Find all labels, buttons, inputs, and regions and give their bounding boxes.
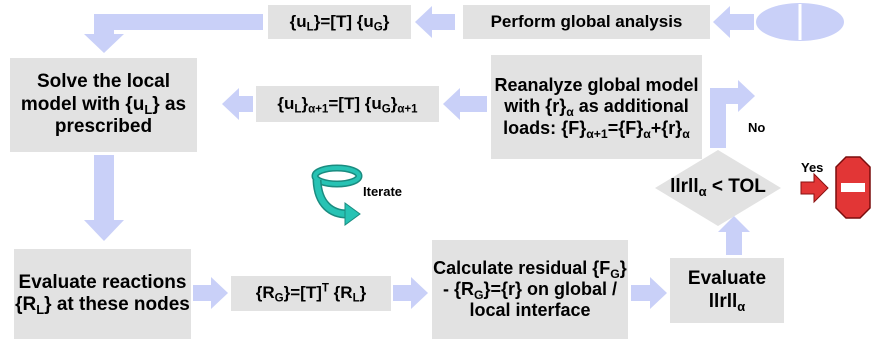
arrow-reactions-to-rg-equation [193, 277, 228, 309]
no-label: No [748, 120, 766, 135]
arrow-reanalyze-to-ul-next [443, 88, 487, 120]
convergence-check-text: llrllα < TOL [670, 176, 766, 200]
evaluate-reactions-box: Evaluate reactions {RL} at these nodes [14, 249, 191, 339]
yes-label: Yes [801, 160, 824, 175]
evaluate-norm-box: Evaluate llrllα [670, 258, 784, 323]
ul-next-equation-text: {uL}α+1=[T] {uG}α+1 [277, 93, 418, 116]
arrow-ul-equation-to-solve-local [84, 14, 263, 53]
convergence-check-diamond [655, 150, 781, 226]
solve-local-model-box: Solve the local model with {uL} as presc… [10, 58, 197, 152]
arrow-global-analysis-to-ul-equation [415, 6, 455, 38]
evaluate-reactions-text: Evaluate reactions {RL} at these nodes [15, 271, 190, 318]
calculate-residual-box: Calculate residual {FG} - {RG}={r} on gl… [432, 240, 628, 339]
arrow-ul-next-to-solve-local [222, 88, 253, 120]
ul-equation-text: {uL}=[T] {uG} [289, 11, 390, 34]
ul-next-equation-box: {uL}α+1=[T] {uG}α+1 [256, 86, 439, 122]
arrow-rg-equation-to-residual [393, 277, 428, 309]
rg-equation-text: {RG}=[T]T {RL} [255, 283, 367, 306]
reanalyze-global-box: Reanalyze global model with {r}α as addi… [491, 55, 702, 159]
evaluate-norm-text: Evaluate llrllα [687, 268, 767, 314]
yes-arrow [800, 172, 829, 204]
iterate-label: Iterate [363, 184, 403, 199]
solve-local-model-text: Solve the local model with {uL} as presc… [20, 71, 187, 138]
perform-global-analysis-box: Perform global analysis [463, 5, 710, 39]
perform-global-analysis-text: Perform global analysis [490, 11, 683, 31]
arrow-no-to-reanalyze [710, 80, 755, 148]
arrow-solve-local-to-reactions [84, 155, 124, 241]
arrow-residual-to-evaluate-norm [631, 277, 667, 309]
iterate-cycle-icon [311, 164, 363, 226]
calculate-residual-text: Calculate residual {FG} - {RG}={r} on gl… [433, 257, 627, 321]
stop-sign-bar [841, 183, 865, 192]
arrow-evaluate-norm-to-check [718, 216, 750, 255]
reanalyze-global-text: Reanalyze global model with {r}α as addi… [494, 75, 699, 141]
arrow-start-to-global-analysis [713, 6, 754, 38]
ul-equation-box: {uL}=[T] {uG} [268, 5, 411, 39]
rg-equation-box: {RG}=[T]T {RL} [231, 276, 391, 311]
